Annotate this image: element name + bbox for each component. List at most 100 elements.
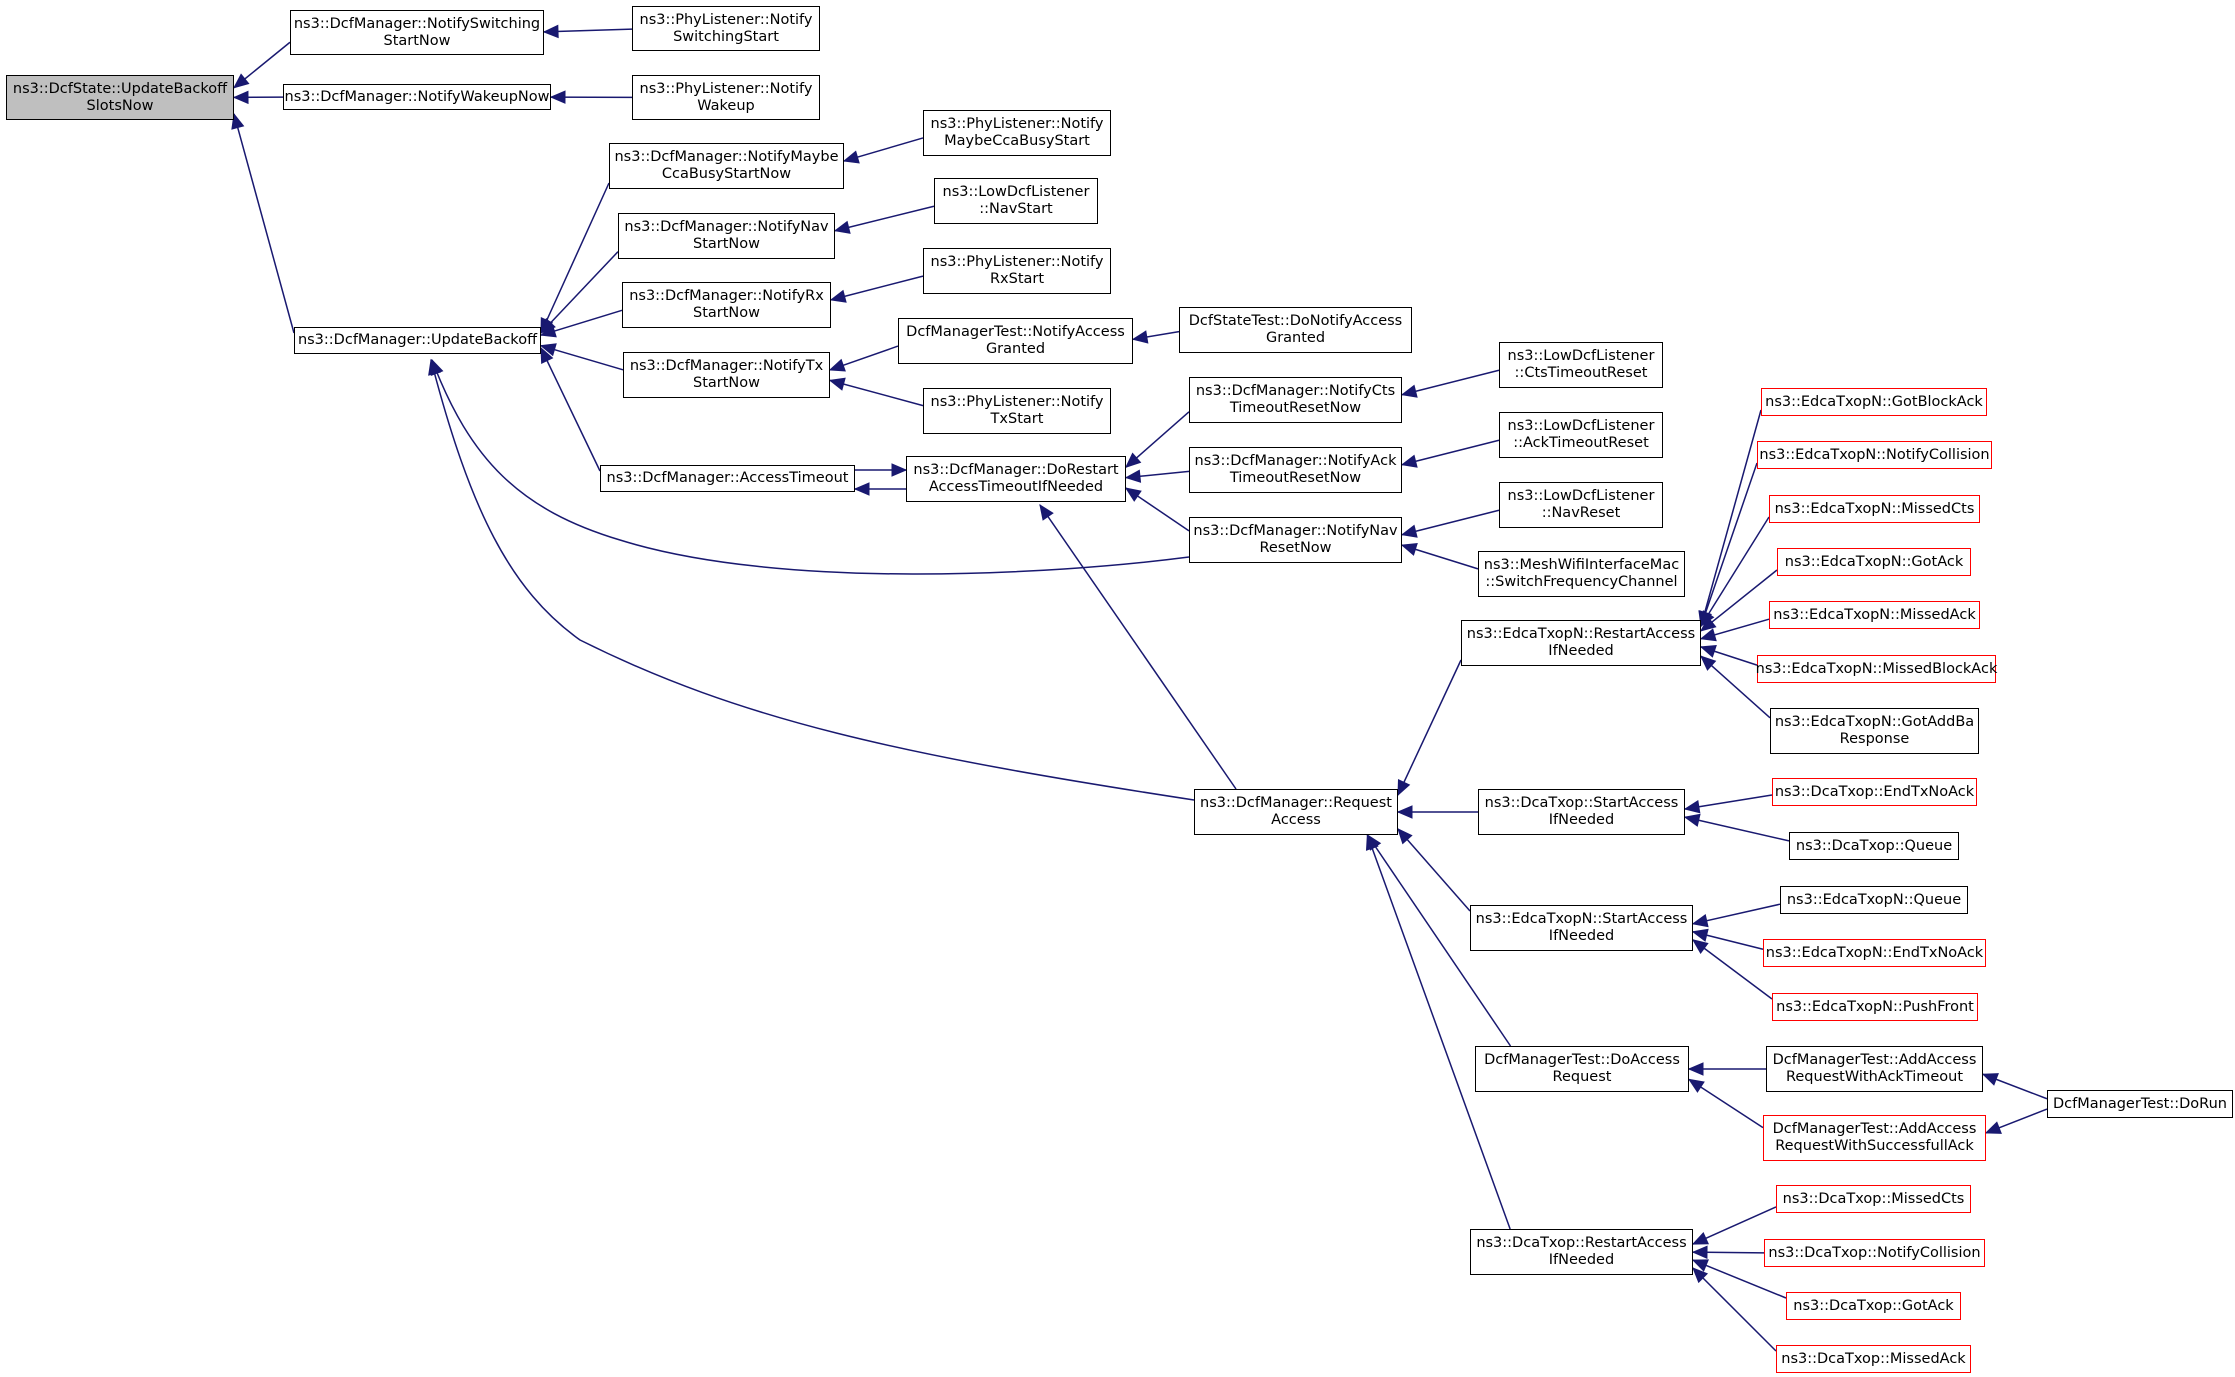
- arrowhead: [1691, 914, 1709, 928]
- edge-embа-to-erai: [1699, 644, 1758, 666]
- arrowhead: [1400, 454, 1418, 468]
- graph-node-enc[interactable]: ns3::EdcaTxopN::NotifyCollision: [1757, 441, 1992, 469]
- graph-node-root: ns3::DcfState::UpdateBackoff SlotsNow: [6, 75, 234, 120]
- edge-epf-to-esai: [1691, 939, 1773, 1000]
- arrowhead: [231, 112, 245, 130]
- graph-node-dstdna[interactable]: DcfStateTest::DoNotifyAccess Granted: [1179, 307, 1412, 353]
- arrowhead: [828, 377, 846, 391]
- graph-node-at[interactable]: ns3::DcfManager::AccessTimeout: [600, 465, 855, 492]
- arrowhead: [1700, 655, 1717, 671]
- arrowhead: [542, 24, 559, 39]
- graph-node-dsai[interactable]: ns3::DcaTxop::StartAccess IfNeeded: [1478, 789, 1685, 835]
- graph-node-nsws[interactable]: ns3::DcfManager::NotifySwitching StartNo…: [290, 10, 544, 55]
- edge-ema-to-erai: [1699, 618, 1770, 642]
- graph-node-ub[interactable]: ns3::DcfManager::UpdateBackoff: [294, 327, 541, 354]
- graph-node-dent[interactable]: ns3::DcaTxop::EndTxNoAck: [1772, 778, 1977, 806]
- arrowhead: [1400, 542, 1418, 556]
- arrowhead: [1397, 779, 1411, 797]
- edge-erai-to-req: [1397, 659, 1462, 797]
- graph-node-aarwat[interactable]: DcfManagerTest::AddAccess RequestWithAck…: [1766, 1046, 1983, 1092]
- arrowhead: [1691, 928, 1709, 942]
- edge-dnc-to-drai: [1691, 1245, 1765, 1260]
- edge-aarwsa-to-dmtdar: [1687, 1078, 1764, 1129]
- edge-eent-to-esai: [1691, 928, 1764, 950]
- arrowhead: [1699, 644, 1717, 658]
- graph-node-emc[interactable]: ns3::EdcaTxopN::MissedCts: [1769, 495, 1980, 523]
- edge-ncts-to-dra: [1125, 411, 1190, 468]
- arrowhead: [1124, 469, 1142, 483]
- arrowhead: [1683, 813, 1701, 827]
- graph-node-erai[interactable]: ns3::EdcaTxopN::RestartAccess IfNeeded: [1461, 620, 1701, 666]
- graph-node-plss[interactable]: ns3::PhyListener::Notify SwitchingStart: [632, 6, 820, 51]
- edge-nwn-to-root: [232, 90, 284, 105]
- graph-node-ema[interactable]: ns3::EdcaTxopN::MissedAck: [1769, 601, 1980, 629]
- graph-node-dga[interactable]: ns3::DcaTxop::GotAck: [1786, 1292, 1961, 1320]
- graph-node-embа[interactable]: ns3::EdcaTxopN::MissedBlockAck: [1756, 655, 1997, 683]
- arrowhead: [1400, 384, 1418, 398]
- graph-node-plmcb[interactable]: ns3::PhyListener::Notify MaybeCcaBusySta…: [923, 110, 1111, 156]
- graph-node-nack[interactable]: ns3::DcfManager::NotifyAck TimeoutResetN…: [1189, 447, 1402, 493]
- graph-node-ncts[interactable]: ns3::DcfManager::NotifyCts TimeoutResetN…: [1189, 377, 1402, 423]
- arrowhead: [1687, 1062, 1704, 1076]
- edge-eq-to-esai: [1691, 903, 1781, 928]
- edge-ldns-to-nnav: [833, 205, 935, 234]
- graph-node-egab[interactable]: ns3::EdcaTxopN::GotAddBa Response: [1770, 708, 1979, 754]
- arrowhead: [232, 90, 249, 105]
- graph-node-req[interactable]: ns3::DcfManager::Request Access: [1194, 789, 1398, 835]
- edge-at-to-ub: [540, 346, 601, 472]
- edge-nsws-to-root: [233, 41, 291, 89]
- arrowhead: [828, 358, 846, 372]
- edge-ega-to-erai: [1700, 569, 1778, 632]
- edge-dent-to-dsai: [1683, 794, 1773, 814]
- graph-node-dnc[interactable]: ns3::DcaTxop::NotifyCollision: [1764, 1239, 1985, 1267]
- edge-dmtna-to-ntx: [828, 345, 899, 372]
- edge-dma-to-drai: [1692, 1267, 1777, 1352]
- graph-node-dmtdr[interactable]: DcfManagerTest::DoRun: [2047, 1090, 2233, 1118]
- graph-node-dra[interactable]: ns3::DcfManager::DoRestart AccessTimeout…: [906, 456, 1126, 502]
- arrowhead: [1687, 1078, 1705, 1093]
- graph-node-dma[interactable]: ns3::DcaTxop::MissedAck: [1776, 1345, 1971, 1373]
- graph-node-ntx[interactable]: ns3::DcfManager::NotifyTx StartNow: [623, 352, 830, 398]
- graph-node-ldcts[interactable]: ns3::LowDcfListener ::CtsTimeoutReset: [1499, 342, 1663, 388]
- graph-node-drai[interactable]: ns3::DcaTxop::RestartAccess IfNeeded: [1470, 1229, 1693, 1275]
- graph-node-ldnr[interactable]: ns3::LowDcfListener ::NavReset: [1499, 482, 1663, 528]
- graph-node-plw[interactable]: ns3::PhyListener::Notify Wakeup: [632, 75, 820, 120]
- graph-node-mwsfc[interactable]: ns3::MeshWifiInterfaceMac ::SwitchFreque…: [1478, 551, 1685, 597]
- graph-node-dmtdar[interactable]: DcfManagerTest::DoAccess Request: [1475, 1046, 1689, 1092]
- graph-node-plrx[interactable]: ns3::PhyListener::Notify RxStart: [923, 248, 1111, 294]
- graph-node-ldack[interactable]: ns3::LowDcfListener ::AckTimeoutReset: [1499, 412, 1663, 458]
- graph-node-nrx[interactable]: ns3::DcfManager::NotifyRx StartNow: [622, 282, 831, 328]
- graph-node-epf[interactable]: ns3::EdcaTxopN::PushFront: [1772, 993, 1978, 1021]
- graph-node-esai[interactable]: ns3::EdcaTxopN::StartAccess IfNeeded: [1470, 905, 1693, 951]
- arrowhead: [842, 150, 860, 164]
- graph-node-nwn[interactable]: ns3::DcfManager::NotifyWakeupNow: [283, 84, 551, 110]
- graph-node-eq[interactable]: ns3::EdcaTxopN::Queue: [1780, 886, 1968, 914]
- graph-node-ldns[interactable]: ns3::LowDcfListener ::NavStart: [934, 178, 1098, 224]
- arrowhead: [853, 482, 870, 496]
- graph-node-nmcb[interactable]: ns3::DcfManager::NotifyMaybe CcaBusyStar…: [609, 143, 844, 189]
- graph-node-egba[interactable]: ns3::EdcaTxopN::GotBlockAck: [1761, 388, 1987, 416]
- graph-node-pltx[interactable]: ns3::PhyListener::Notify TxStart: [923, 388, 1111, 434]
- arrowhead: [233, 73, 250, 89]
- edge-egab-to-erai: [1700, 655, 1771, 719]
- arrowhead: [1396, 805, 1413, 819]
- edge-esai-to-req: [1397, 828, 1471, 912]
- graph-node-nnavr[interactable]: ns3::DcfManager::NotifyNav ResetNow: [1189, 517, 1402, 563]
- graph-node-dq[interactable]: ns3::DcaTxop::Queue: [1789, 832, 1959, 860]
- graph-node-dmc[interactable]: ns3::DcaTxop::MissedCts: [1776, 1185, 1971, 1213]
- edge-dmtdr-to-aarwat: [1981, 1073, 2048, 1100]
- graph-node-eent[interactable]: ns3::EdcaTxopN::EndTxNoAck: [1763, 939, 1986, 967]
- arrowhead: [833, 220, 851, 234]
- arrowhead: [1700, 616, 1717, 632]
- graph-node-nnav[interactable]: ns3::DcfManager::NotifyNav StartNow: [618, 213, 835, 259]
- graph-node-aarwsa[interactable]: DcfManagerTest::AddAccess RequestWithSuc…: [1763, 1115, 1986, 1161]
- edge-nnavr-to-dra: [1124, 487, 1190, 532]
- graph-node-dmtna[interactable]: DcfManagerTest::NotifyAccess Granted: [898, 318, 1133, 364]
- edge-pltx-to-ntx: [828, 377, 924, 407]
- graph-node-ega[interactable]: ns3::EdcaTxopN::GotAck: [1777, 548, 1971, 576]
- edge-dmc-to-drai: [1691, 1206, 1777, 1245]
- arrowhead: [1984, 1121, 2002, 1134]
- edge-nnav-to-ub: [540, 251, 619, 334]
